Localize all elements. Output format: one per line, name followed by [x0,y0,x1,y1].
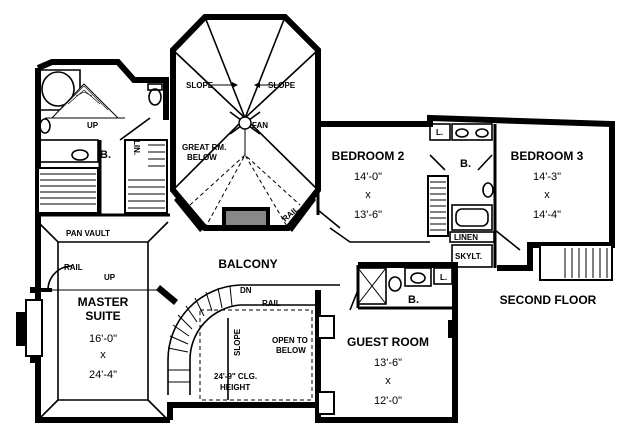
bedroom-2-name: BEDROOM 2 [332,149,405,163]
bedroom-2-by: x [365,189,371,201]
labels: SLOPE SLOPE FAN GREAT RM. BELOW RAIL RAI… [64,81,597,407]
fan-label: FAN [252,121,268,130]
hall-bath [427,123,495,268]
slope-label-right: SLOPE [268,81,296,90]
master-bath [37,69,170,217]
floor-title: SECOND FLOOR [500,293,597,307]
balcony-label: BALCONY [218,257,277,271]
master-suite-width: 16'-0" [89,333,117,345]
open-to-below-1: OPEN TO [272,336,308,345]
guest-room-length: 12'-0" [374,395,402,407]
guest-bath-label: B. [408,294,419,306]
guest-laundry-label: L. [440,273,447,282]
bedroom-2-length: 13'-6" [354,209,382,221]
skylight-label: SKYLT. [455,252,482,261]
ceiling-fan-icon [229,111,261,135]
great-room-label-line2: BELOW [187,153,217,162]
ceiling-height-2: HEIGHT [220,383,250,392]
linen-label: LINEN [454,233,478,242]
master-suite-name-1: MASTER [78,295,129,309]
master-bath-label: B. [100,149,111,161]
master-suite [34,221,169,421]
master-suite-by: x [100,349,106,361]
guest-room-width: 13'-6" [374,357,402,369]
bedroom-3 [493,124,613,281]
bedroom-2-width: 14'-0" [354,171,382,183]
hall-bath-label: B. [460,158,471,170]
balcony-rail-label: RAIL [262,299,281,308]
bedroom-3-name: BEDROOM 3 [511,149,584,163]
master-suite-name-2: SUITE [85,309,120,323]
slope-label-left: SLOPE [186,81,214,90]
hall-laundry-label: L. [436,128,443,137]
open-to-below-2: BELOW [276,346,306,355]
bedroom-3-by: x [544,189,550,201]
stair-slope-label: SLOPE [233,328,242,356]
bedroom-2 [316,124,430,243]
master-up-label: UP [104,273,116,282]
great-room-label-line1: GREAT RM. [182,143,226,152]
pan-vault-label: PAN VAULT [66,229,110,238]
linen-short-label: LIN. [132,140,141,155]
master-fireplace [16,299,43,357]
ceiling-height-1: 24'-9" CLG. [214,372,257,381]
great-room-ceiling [172,16,319,232]
bedroom-3-length: 14'-4" [533,209,561,221]
guest-room [317,265,455,415]
stair-down-label: DN [240,286,252,295]
master-suite-length: 24'-4" [89,369,117,381]
master-rail-label: RAIL [64,263,83,272]
bedroom-3-width: 14'-3" [533,171,561,183]
curved-staircase [156,284,340,401]
guest-room-by: x [385,375,391,387]
guest-room-name: GUEST ROOM [347,335,429,349]
master-bath-up-label: UP [87,121,99,130]
exterior-walls [30,14,615,423]
